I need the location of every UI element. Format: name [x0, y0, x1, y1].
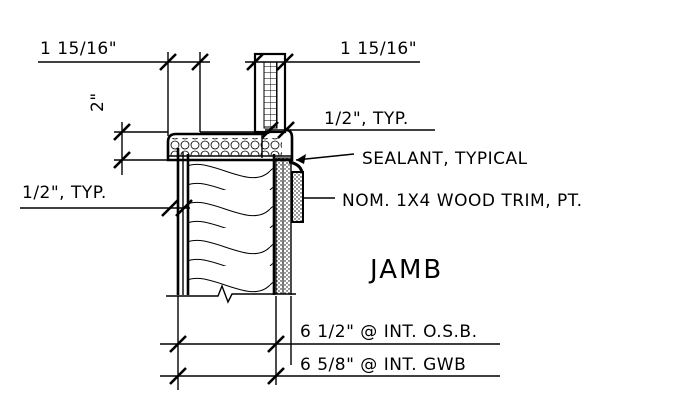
sealant-bead [288, 160, 304, 173]
note-sealant: SEALANT, TYPICAL [362, 149, 528, 169]
dim-right-typ: 1/2", TYP. [324, 109, 409, 129]
note-trim: NOM. 1X4 WOOD TRIM, PT. [342, 191, 583, 211]
wood-trim [291, 171, 304, 223]
break-line [166, 284, 296, 304]
head-insulation [170, 138, 282, 156]
dim-osb: 6 1/2" @ INT. O.S.B. [300, 322, 477, 342]
osb-sheathing [275, 157, 284, 295]
dim-gwb: 6 5/8" @ INT. GWB [300, 355, 466, 375]
dim-vertical: 2" [88, 92, 108, 112]
exterior-sheathing [282, 157, 292, 295]
wall-section [166, 52, 304, 304]
dim-left-typ: 1/2", TYP. [22, 183, 107, 203]
batt-insulation [188, 158, 274, 294]
detail-title: JAMB [368, 255, 443, 285]
dim-left-top: 1 15/16" [40, 39, 117, 59]
sealant-leader [295, 153, 355, 161]
dimension-lines [20, 52, 500, 390]
dim-right-top: 1 15/16" [340, 39, 417, 59]
